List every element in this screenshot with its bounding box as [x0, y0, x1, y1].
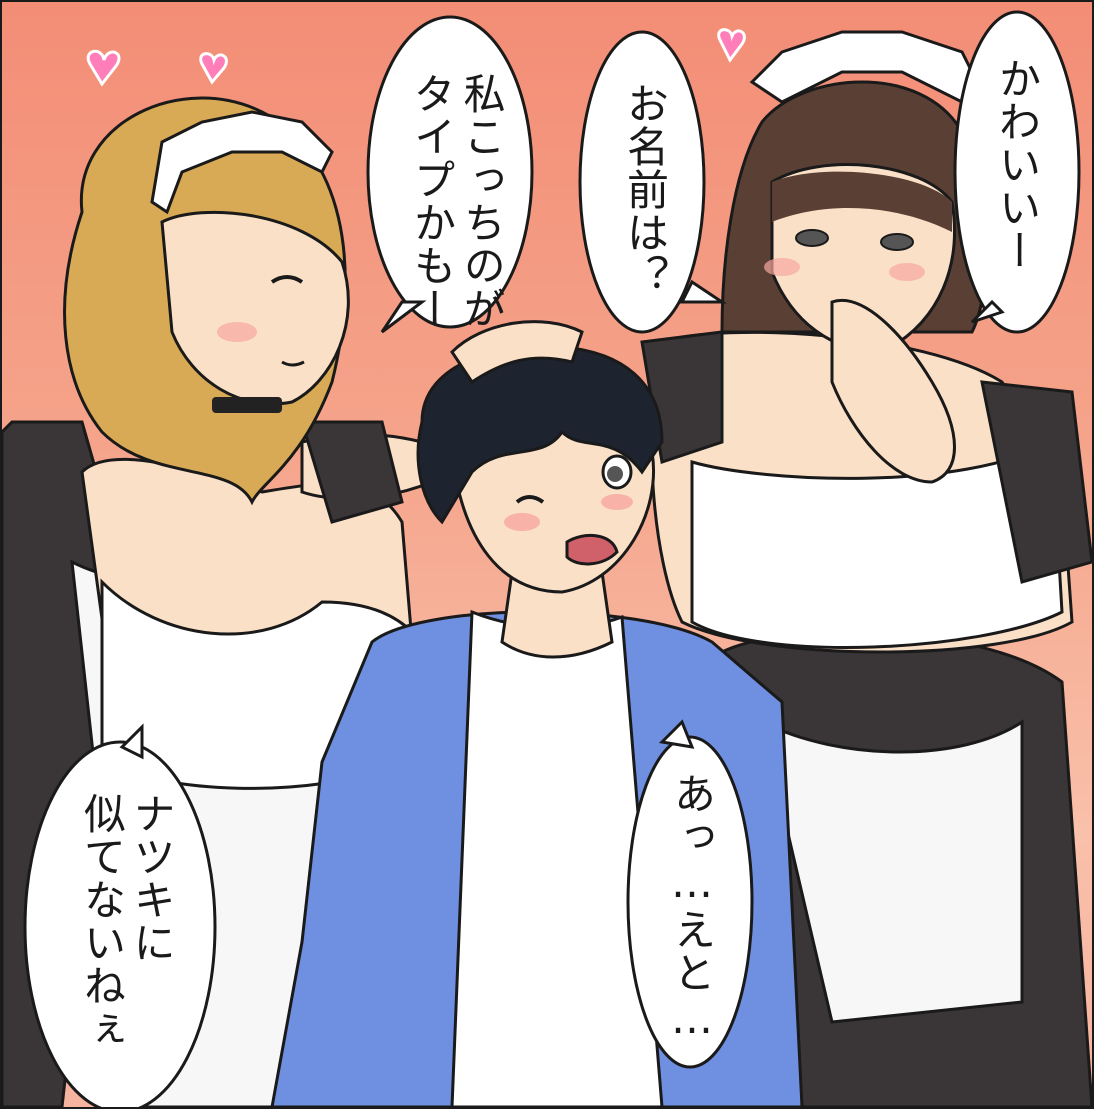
apron: [759, 719, 1024, 1024]
speech-bubbles: [23, 10, 1081, 1107]
speech-bubble: [23, 740, 217, 1107]
speech-text-boy: あっ…えと…: [667, 772, 717, 1044]
maid-sleeve: [980, 380, 1092, 584]
maid-hand: [450, 320, 584, 385]
speech-bubble: [953, 10, 1081, 334]
speech-text-bottom-left: ナツキに 似てないねぇ: [77, 792, 177, 1050]
maid-headdress: [150, 110, 334, 215]
blonde-maid: [2, 96, 484, 1107]
speech-bubble: [366, 15, 534, 329]
apron-top: [690, 439, 1064, 649]
maid-sleeve: [299, 420, 404, 524]
speech-text-middle: お名前は？: [620, 82, 670, 297]
maid-face: [160, 210, 350, 406]
heart-icon: [86, 28, 746, 87]
speech-text-right-maid: かわいいー: [992, 57, 1042, 272]
speech-text-left-maid: 私こっちのが タイプかもー: [407, 72, 507, 330]
maid-hand: [830, 299, 956, 484]
speech-bubble: [626, 735, 754, 1069]
speech-bubble: [578, 30, 706, 334]
brunette-maid: [640, 30, 1092, 1107]
